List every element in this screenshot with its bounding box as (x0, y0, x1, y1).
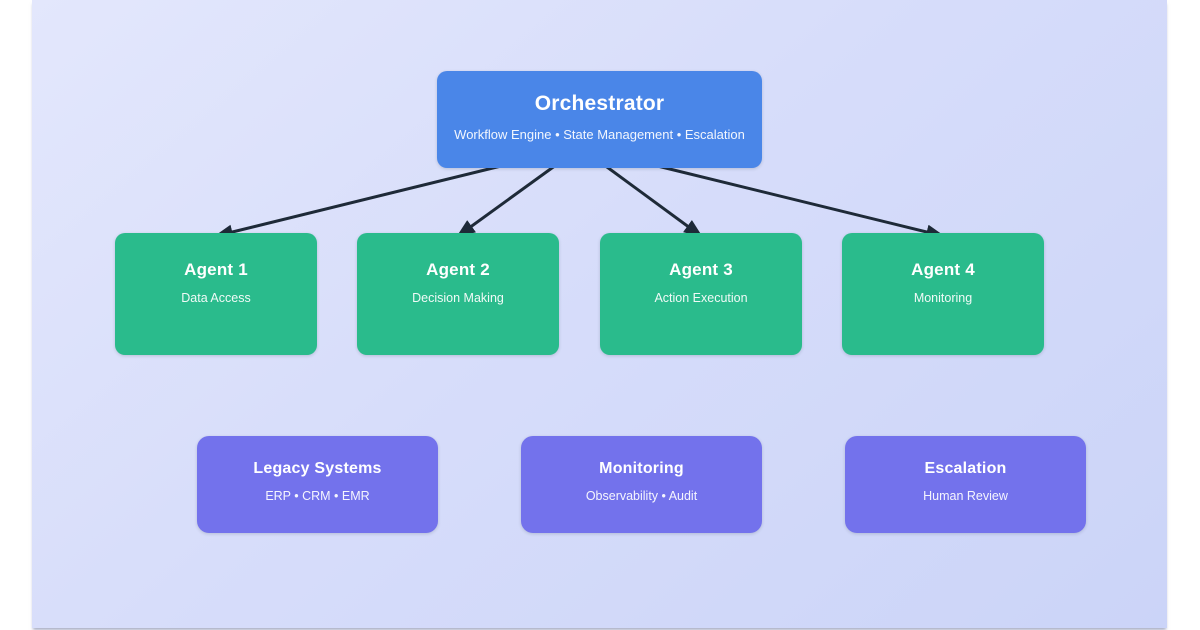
escalation-title: Escalation (924, 460, 1007, 477)
legacy-systems-subtitle: ERP • CRM • EMR (265, 489, 370, 503)
legacy-systems-title: Legacy Systems (253, 460, 382, 477)
agent-1-title: Agent 1 (184, 260, 248, 279)
legacy-systems-node: Legacy Systems ERP • CRM • EMR (197, 436, 438, 533)
monitoring-node: Monitoring Observability • Audit (521, 436, 762, 533)
orchestrator-title: Orchestrator (534, 92, 665, 115)
orchestrator-node: Orchestrator Workflow Engine • State Man… (437, 71, 762, 168)
orchestrator-subtitle: Workflow Engine • State Management • Esc… (454, 127, 745, 142)
agent-2-subtitle: Decision Making (412, 291, 504, 305)
agent-4-title: Agent 4 (911, 260, 975, 279)
agent-node-4: Agent 4 Monitoring (842, 233, 1044, 355)
agent-1-subtitle: Data Access (181, 291, 251, 305)
agent-3-subtitle: Action Execution (654, 291, 748, 305)
escalation-subtitle: Human Review (923, 489, 1008, 503)
agent-node-3: Agent 3 Action Execution (600, 233, 802, 355)
agent-3-title: Agent 3 (669, 260, 733, 279)
escalation-node: Escalation Human Review (845, 436, 1086, 533)
agent-4-subtitle: Monitoring (913, 291, 973, 305)
agent-node-1: Agent 1 Data Access (115, 233, 317, 355)
monitoring-subtitle: Observability • Audit (585, 489, 698, 503)
monitoring-title: Monitoring (599, 460, 684, 477)
agent-2-title: Agent 2 (426, 260, 490, 279)
agent-node-2: Agent 2 Decision Making (357, 233, 559, 355)
